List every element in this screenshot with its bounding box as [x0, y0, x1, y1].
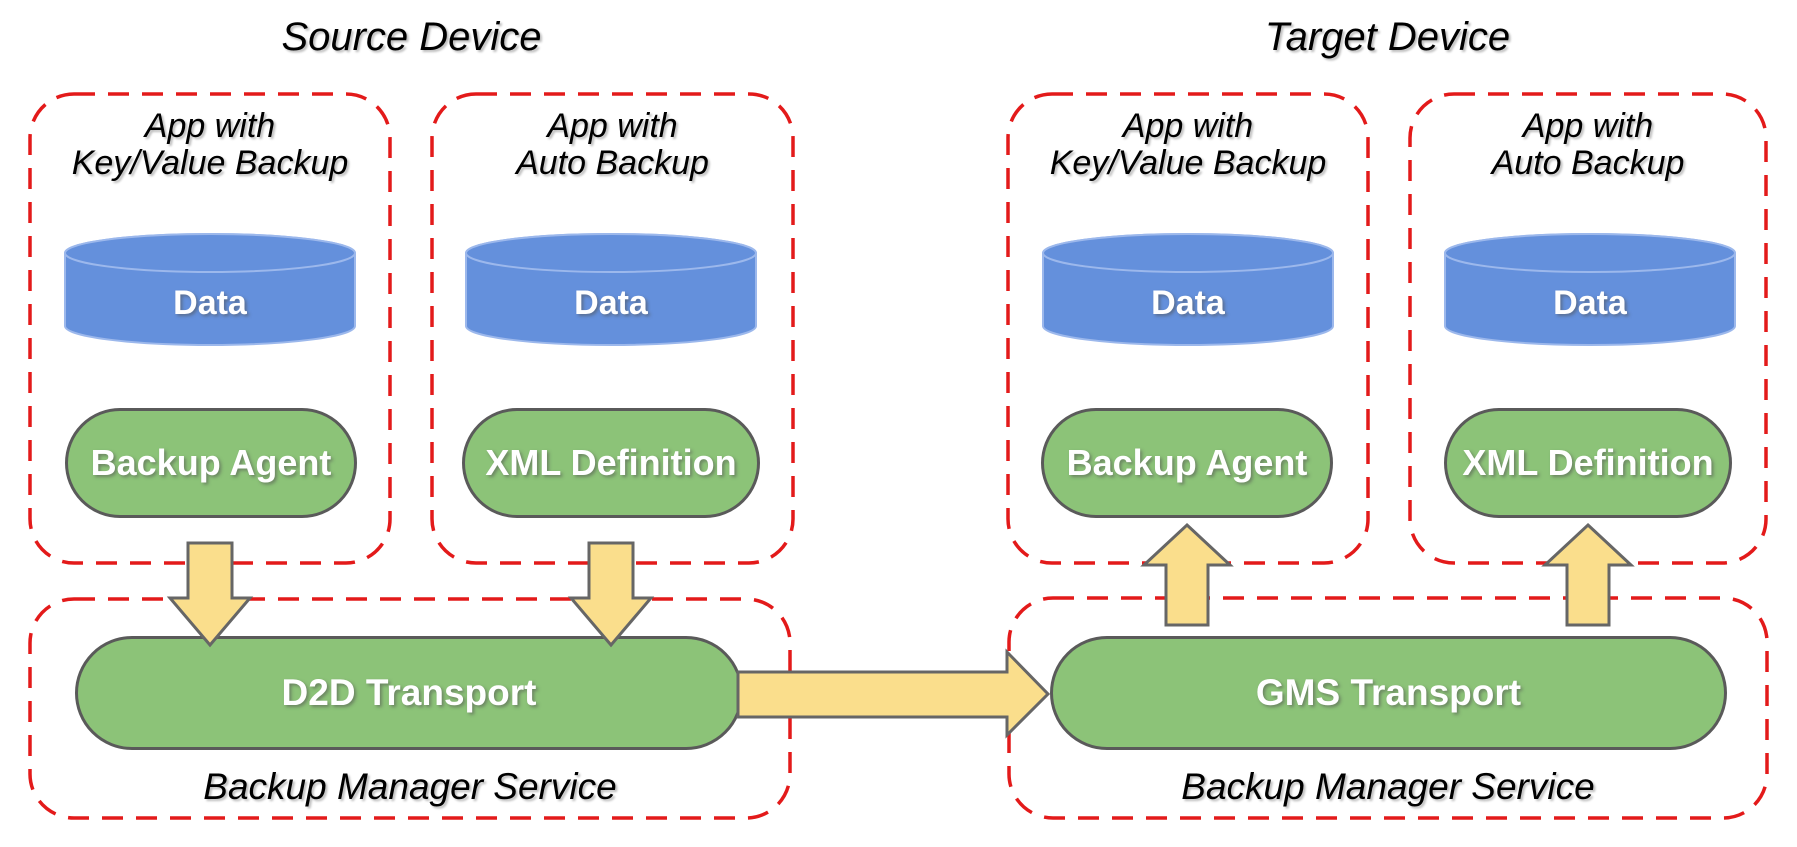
data-label: Data: [1553, 284, 1627, 322]
gms-transport-pill: GMS Transport: [1050, 636, 1727, 750]
app-label-target-auto: App with Auto Backup: [1408, 108, 1768, 182]
data-cylinder-source-keyvalue: Data: [63, 232, 357, 347]
app-label-line1: App with: [547, 107, 678, 145]
xml-definition-pill-source: XML Definition: [462, 408, 760, 518]
up-arrow-icon: [1140, 522, 1234, 627]
app-label-target-keyvalue: App with Key/Value Backup: [1006, 108, 1370, 182]
backup-agent-pill-target: Backup Agent: [1041, 408, 1333, 518]
database-cylinder-icon: [1042, 233, 1334, 346]
data-cylinder-source-auto: Data: [464, 232, 758, 347]
xml-definition-pill-target: XML Definition: [1444, 408, 1732, 518]
service-box-source-border: [28, 597, 792, 820]
app-label-line2: Key/Value Backup: [71, 144, 349, 182]
app-label-line1: App with: [1522, 107, 1654, 145]
service-label-target: Backup Manager Service: [1181, 766, 1595, 807]
app-label-line1: App with: [1122, 107, 1254, 145]
target-device-title: Target Device: [1264, 15, 1511, 59]
database-cylinder-icon: [1444, 233, 1736, 346]
up-arrow-icon: [1541, 522, 1635, 627]
service-label-source: Backup Manager Service: [203, 766, 617, 807]
app-label-line2: Auto Backup: [516, 144, 709, 182]
data-cylinder-target-auto: Data: [1443, 232, 1737, 347]
data-label: Data: [1151, 284, 1225, 322]
backup-agent-pill-source: Backup Agent: [65, 408, 357, 518]
database-cylinder-icon: [465, 233, 757, 346]
d2d-transport-pill: D2D Transport: [75, 636, 743, 750]
source-device-title: Source Device: [281, 15, 542, 59]
app-label-line1: App with: [144, 107, 276, 145]
data-label: Data: [173, 284, 247, 322]
down-arrow-icon: [166, 541, 254, 648]
data-label: Data: [574, 284, 648, 322]
down-arrow-icon: [567, 541, 655, 648]
app-label-source-auto: App with Auto Backup: [430, 108, 795, 182]
app-label-line2: Auto Backup: [1491, 144, 1685, 182]
database-cylinder-icon: [64, 233, 356, 346]
data-cylinder-target-keyvalue: Data: [1041, 232, 1335, 347]
app-label-source-keyvalue: App with Key/Value Backup: [28, 108, 392, 182]
app-label-line2: Key/Value Backup: [1049, 144, 1327, 182]
right-arrow-icon: [736, 648, 1051, 739]
